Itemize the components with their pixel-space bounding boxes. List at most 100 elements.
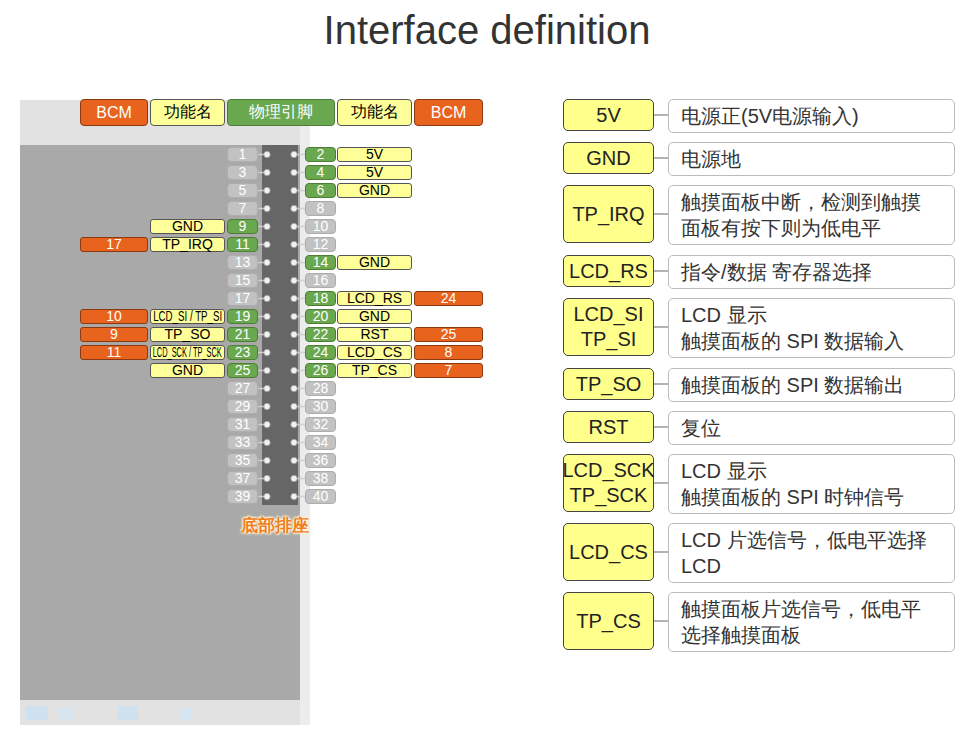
pin-dot xyxy=(291,241,297,247)
signal-key: LCD_SCKTP_SCK xyxy=(563,454,654,512)
function-label: LCD_SCK / TP_SCK xyxy=(150,345,225,360)
signal-description-text: 触摸面板片选信号，低电平选择触摸面板 xyxy=(681,596,940,648)
pin-number: 32 xyxy=(305,417,336,432)
bcm-number-text: 11 xyxy=(107,346,122,359)
signal-key-text: LCD_SCK xyxy=(562,458,654,483)
signal-description-text: 触摸面板中断，检测到触摸面板有按下则为低电平 xyxy=(681,189,940,241)
pin-number: 10 xyxy=(305,219,336,234)
pin-number: 16 xyxy=(305,273,336,288)
function-label-text: RST xyxy=(361,328,389,341)
signal-key: TP_IRQ xyxy=(563,185,654,243)
function-label-text: LCD_SCK / TP_SCK xyxy=(153,346,222,359)
signal-key-text: 5V xyxy=(596,103,620,128)
function-label: 5V xyxy=(337,147,412,162)
pin-number-text: 34 xyxy=(313,436,329,449)
function-label: LCD_CS xyxy=(337,345,412,360)
function-label-text: 5V xyxy=(366,166,383,179)
pin-header xyxy=(262,145,298,505)
pin-number-text: 21 xyxy=(235,328,251,341)
function-label: GND xyxy=(337,183,412,198)
function-label-text: TP_CS xyxy=(352,364,397,377)
connector xyxy=(654,483,668,484)
bcm-number-text: 7 xyxy=(445,364,453,377)
connector-label: 底部排座 xyxy=(241,514,309,537)
bcm-number: 24 xyxy=(414,291,483,306)
pin-number-text: 13 xyxy=(235,256,251,269)
header-bcm-text: BCM xyxy=(96,104,132,122)
connector xyxy=(654,427,668,428)
pin-number: 22 xyxy=(305,327,336,342)
signal-key: RST xyxy=(563,411,654,443)
pin-number: 36 xyxy=(305,453,336,468)
signal-key: GND xyxy=(563,142,654,174)
bcm-number-text: 24 xyxy=(441,292,457,305)
pin-number-text: 38 xyxy=(313,472,329,485)
function-label-text: LCD_CS xyxy=(347,346,402,359)
signal-description-text: 触摸面板的 SPI 数据输入 xyxy=(681,328,904,354)
signal-key: LCD_CS xyxy=(563,523,654,581)
header-bcm: BCM xyxy=(80,99,148,126)
function-label-text: TP_SO xyxy=(165,328,211,341)
pin-dot xyxy=(264,295,270,301)
pin-number-text: 40 xyxy=(313,490,329,503)
pin-number-text: 5 xyxy=(239,184,247,197)
bcm-number: 25 xyxy=(414,327,483,342)
pin-number: 17 xyxy=(227,291,258,306)
function-label-text: GND xyxy=(359,256,390,269)
pin-number: 2 xyxy=(305,147,336,162)
pin-dot xyxy=(264,367,270,373)
signal-key: TP_SO xyxy=(563,368,654,400)
function-label: LCD_SI / TP_SI xyxy=(150,309,225,324)
connector-line xyxy=(654,551,668,553)
pin-number: 11 xyxy=(227,237,258,252)
pin-number-text: 17 xyxy=(235,292,251,305)
signal-key-text: LCD_CS xyxy=(569,540,648,565)
bcm-number-text: 25 xyxy=(441,328,457,341)
pin-number: 33 xyxy=(227,435,258,450)
connector-line xyxy=(654,620,668,622)
pin-dot xyxy=(291,367,297,373)
pin-number: 39 xyxy=(227,489,258,504)
header-function-text: 功能名 xyxy=(164,102,212,123)
pin-number-text: 29 xyxy=(235,400,251,413)
pin-number-text: 8 xyxy=(317,202,325,215)
pin-dot xyxy=(291,349,297,355)
function-label: GND xyxy=(150,219,225,234)
bcm-number: 17 xyxy=(80,237,148,252)
display-area xyxy=(20,145,300,700)
pin-number-text: 4 xyxy=(317,166,325,179)
pin-dot xyxy=(291,403,297,409)
pin-number: 40 xyxy=(305,489,336,504)
signal-key-text: TP_IRQ xyxy=(572,202,644,227)
pin-dot xyxy=(291,475,297,481)
pin-number: 18 xyxy=(305,291,336,306)
signal-description: LCD 片选信号，低电平选择 LCD xyxy=(668,523,955,583)
function-label: TP_SO xyxy=(150,327,225,342)
pin-number: 9 xyxy=(227,219,258,234)
function-label: GND xyxy=(150,363,225,378)
pin-number: 31 xyxy=(227,417,258,432)
header-function-text: 功能名 xyxy=(351,102,399,123)
signal-description-text: LCD 显示 xyxy=(681,458,767,484)
pin-dot xyxy=(264,187,270,193)
pin-dot xyxy=(264,385,270,391)
pin-dot xyxy=(264,169,270,175)
signal-description-text: LCD 显示 xyxy=(681,302,767,328)
pin-number-text: 15 xyxy=(235,274,251,287)
pin-number: 12 xyxy=(305,237,336,252)
pin-number: 34 xyxy=(305,435,336,450)
signal-key: 5V xyxy=(563,99,654,131)
pin-number-text: 22 xyxy=(313,328,329,341)
bcm-number-text: 10 xyxy=(106,310,122,323)
signal-key: TP_CS xyxy=(563,592,654,650)
signal-description: 触摸面板的 SPI 数据输出 xyxy=(668,368,955,402)
pin-dot xyxy=(264,277,270,283)
pin-number-text: 14 xyxy=(313,256,329,269)
signal-key-text: TP_SI xyxy=(581,327,637,352)
pin-dot xyxy=(264,241,270,247)
pin-number: 29 xyxy=(227,399,258,414)
bcm-number-text: 17 xyxy=(106,238,122,251)
signal-key: LCD_SITP_SI xyxy=(563,298,654,356)
bcm-number: 9 xyxy=(80,327,148,342)
pin-dot xyxy=(291,421,297,427)
